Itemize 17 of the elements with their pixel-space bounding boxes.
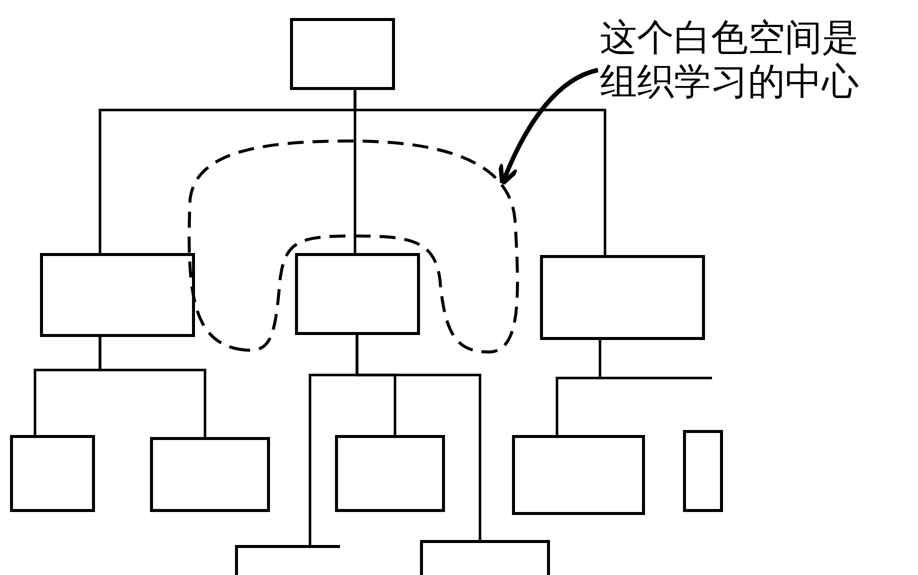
org-box [683, 430, 723, 512]
connector-line [98, 337, 206, 437]
org-box [295, 253, 420, 335]
org-box [290, 18, 395, 90]
org-box [10, 435, 95, 512]
org-box [420, 540, 550, 575]
org-box [235, 545, 340, 575]
org-box [540, 255, 705, 340]
org-box [512, 435, 645, 515]
annotation-text: 这个白色空间是组织学习的中心 [600, 16, 880, 108]
connector-line [356, 335, 482, 540]
connector-line [354, 90, 606, 255]
org-box [335, 435, 445, 512]
org-box [40, 253, 195, 337]
arrow [498, 68, 599, 186]
connector-line [556, 338, 714, 436]
org-box [150, 437, 270, 512]
